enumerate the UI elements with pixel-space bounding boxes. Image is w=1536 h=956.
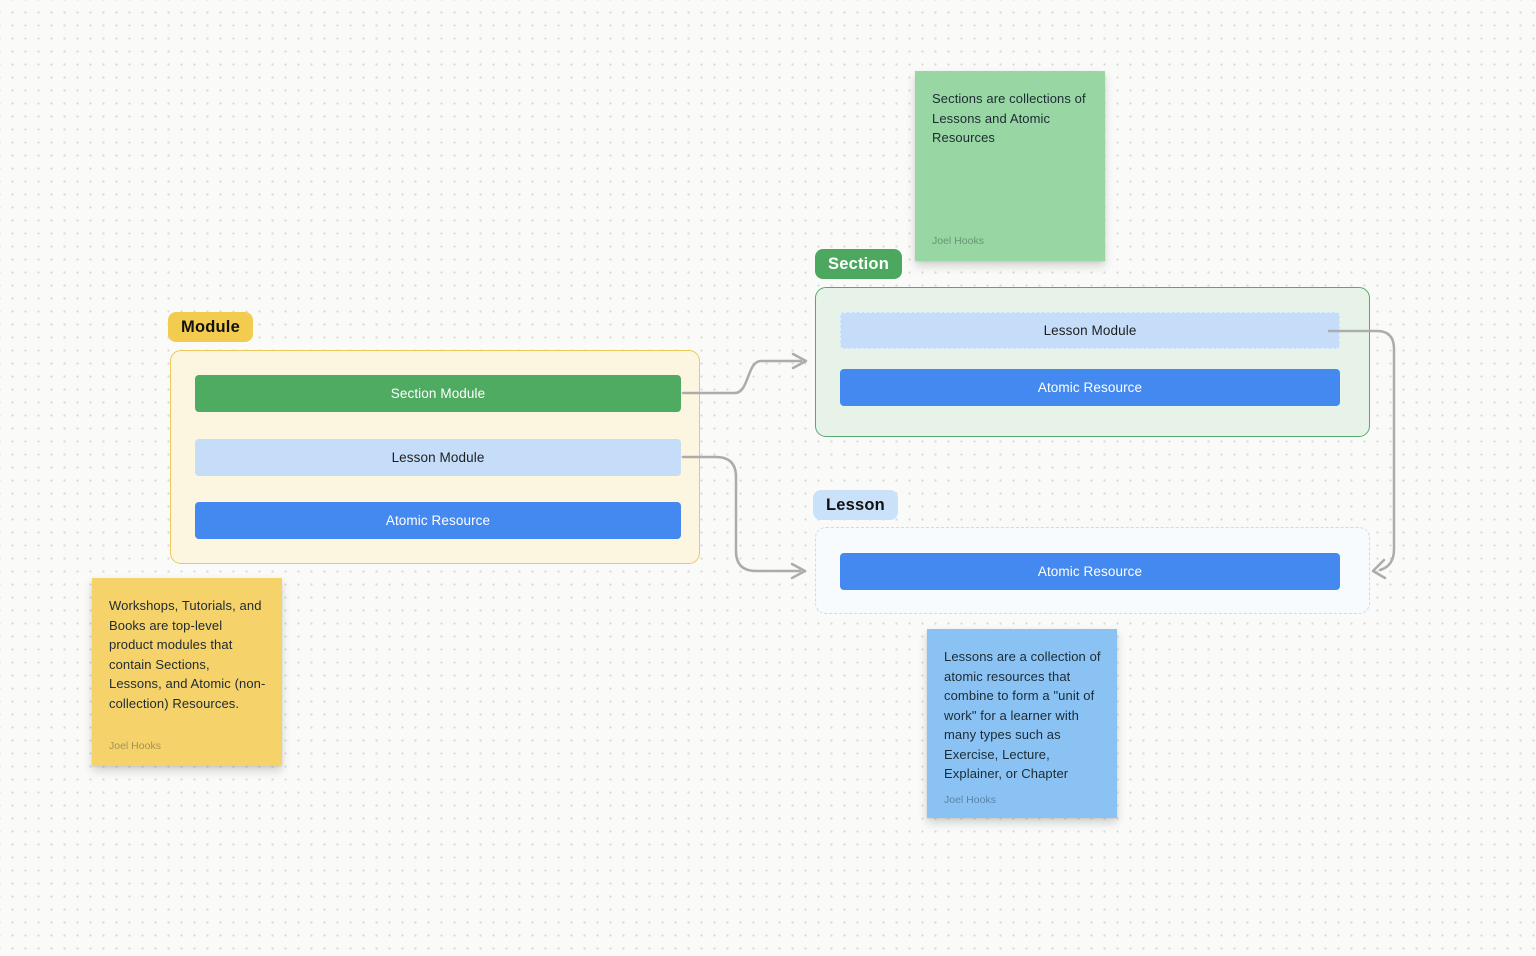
sticky-note-text: Workshops, Tutorials, and Books are top-… bbox=[109, 598, 266, 711]
arrow-section-module-to-section[interactable] bbox=[681, 352, 808, 395]
node-section-module[interactable]: Section Module bbox=[195, 375, 681, 412]
node-atomic-resource[interactable]: Atomic Resource bbox=[195, 502, 681, 539]
group-frame-section[interactable]: Lesson Module Atomic Resource bbox=[815, 287, 1370, 437]
sticky-note-author: Joel Hooks bbox=[944, 793, 996, 806]
sticky-note-author: Joel Hooks bbox=[109, 740, 161, 752]
sticky-note-text: Lessons are a collection of atomic resou… bbox=[944, 649, 1101, 781]
group-label-section[interactable]: Section bbox=[815, 249, 902, 279]
arrow-lesson-module-to-lesson[interactable] bbox=[681, 455, 807, 580]
arrowhead-right-icon bbox=[790, 562, 807, 580]
node-atomic-resource[interactable]: Atomic Resource bbox=[840, 553, 1340, 590]
node-lesson-module[interactable]: Lesson Module bbox=[195, 439, 681, 476]
sticky-note-modules[interactable]: Workshops, Tutorials, and Books are top-… bbox=[92, 578, 282, 766]
sticky-note-text: Sections are collections of Lessons and … bbox=[932, 91, 1086, 145]
node-lesson-module[interactable]: Lesson Module bbox=[840, 312, 1340, 349]
group-label-lesson[interactable]: Lesson bbox=[813, 490, 898, 520]
arrowhead-left-icon bbox=[1371, 558, 1387, 580]
group-frame-module[interactable]: Section Module Lesson Module Atomic Reso… bbox=[170, 350, 700, 564]
node-atomic-resource[interactable]: Atomic Resource bbox=[840, 369, 1340, 406]
arrowhead-right-icon bbox=[791, 352, 808, 370]
group-frame-lesson[interactable]: Atomic Resource bbox=[815, 527, 1370, 614]
sticky-note-author: Joel Hooks bbox=[932, 235, 984, 247]
group-label-module[interactable]: Module bbox=[168, 312, 253, 342]
sticky-note-sections[interactable]: Sections are collections of Lessons and … bbox=[915, 71, 1105, 261]
sticky-note-lessons[interactable]: Lessons are a collection of atomic resou… bbox=[927, 629, 1117, 818]
